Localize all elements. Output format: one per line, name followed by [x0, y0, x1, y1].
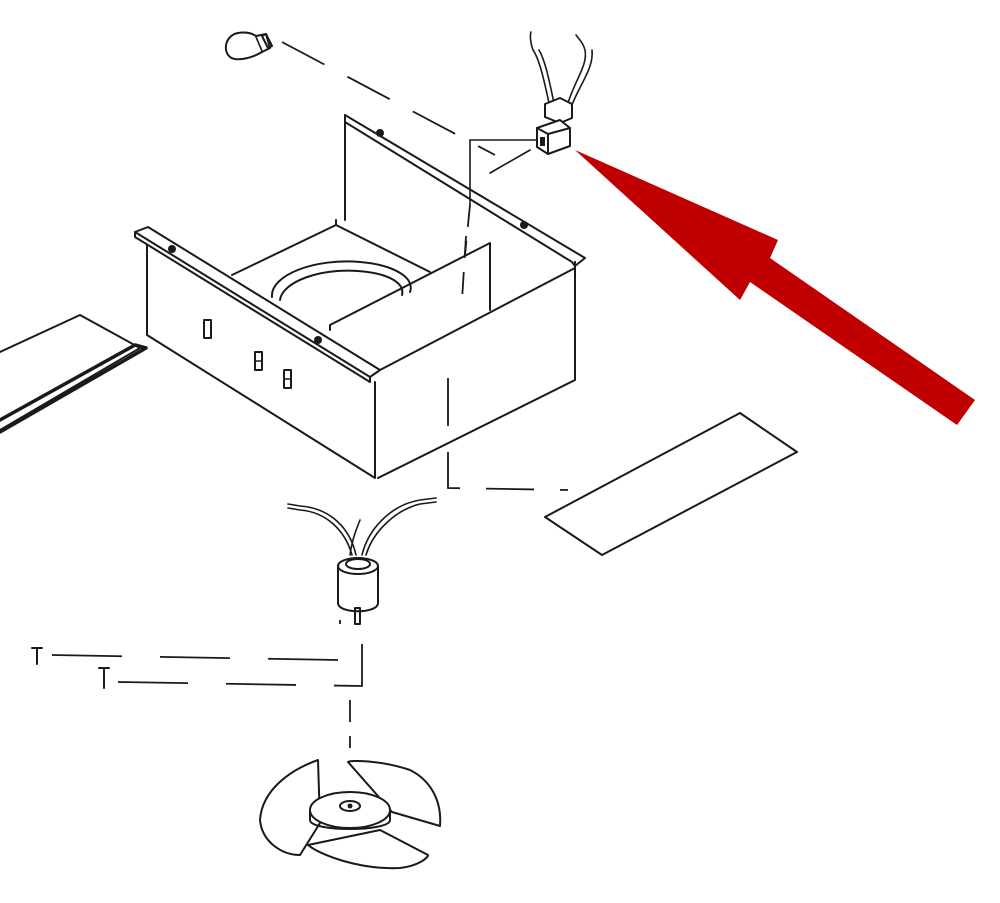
motor-part	[287, 497, 437, 625]
housing-part	[134, 114, 586, 479]
filter-pad-part	[544, 412, 798, 556]
bulb-part	[224, 31, 273, 61]
wire-connector-part	[529, 31, 593, 155]
highlight-arrow-icon	[575, 150, 975, 425]
assembly-leader-lines	[281, 41, 569, 491]
damper-plate-part	[0, 314, 148, 434]
mounting-screws-part	[31, 620, 363, 748]
fan-blade-part	[259, 759, 442, 870]
